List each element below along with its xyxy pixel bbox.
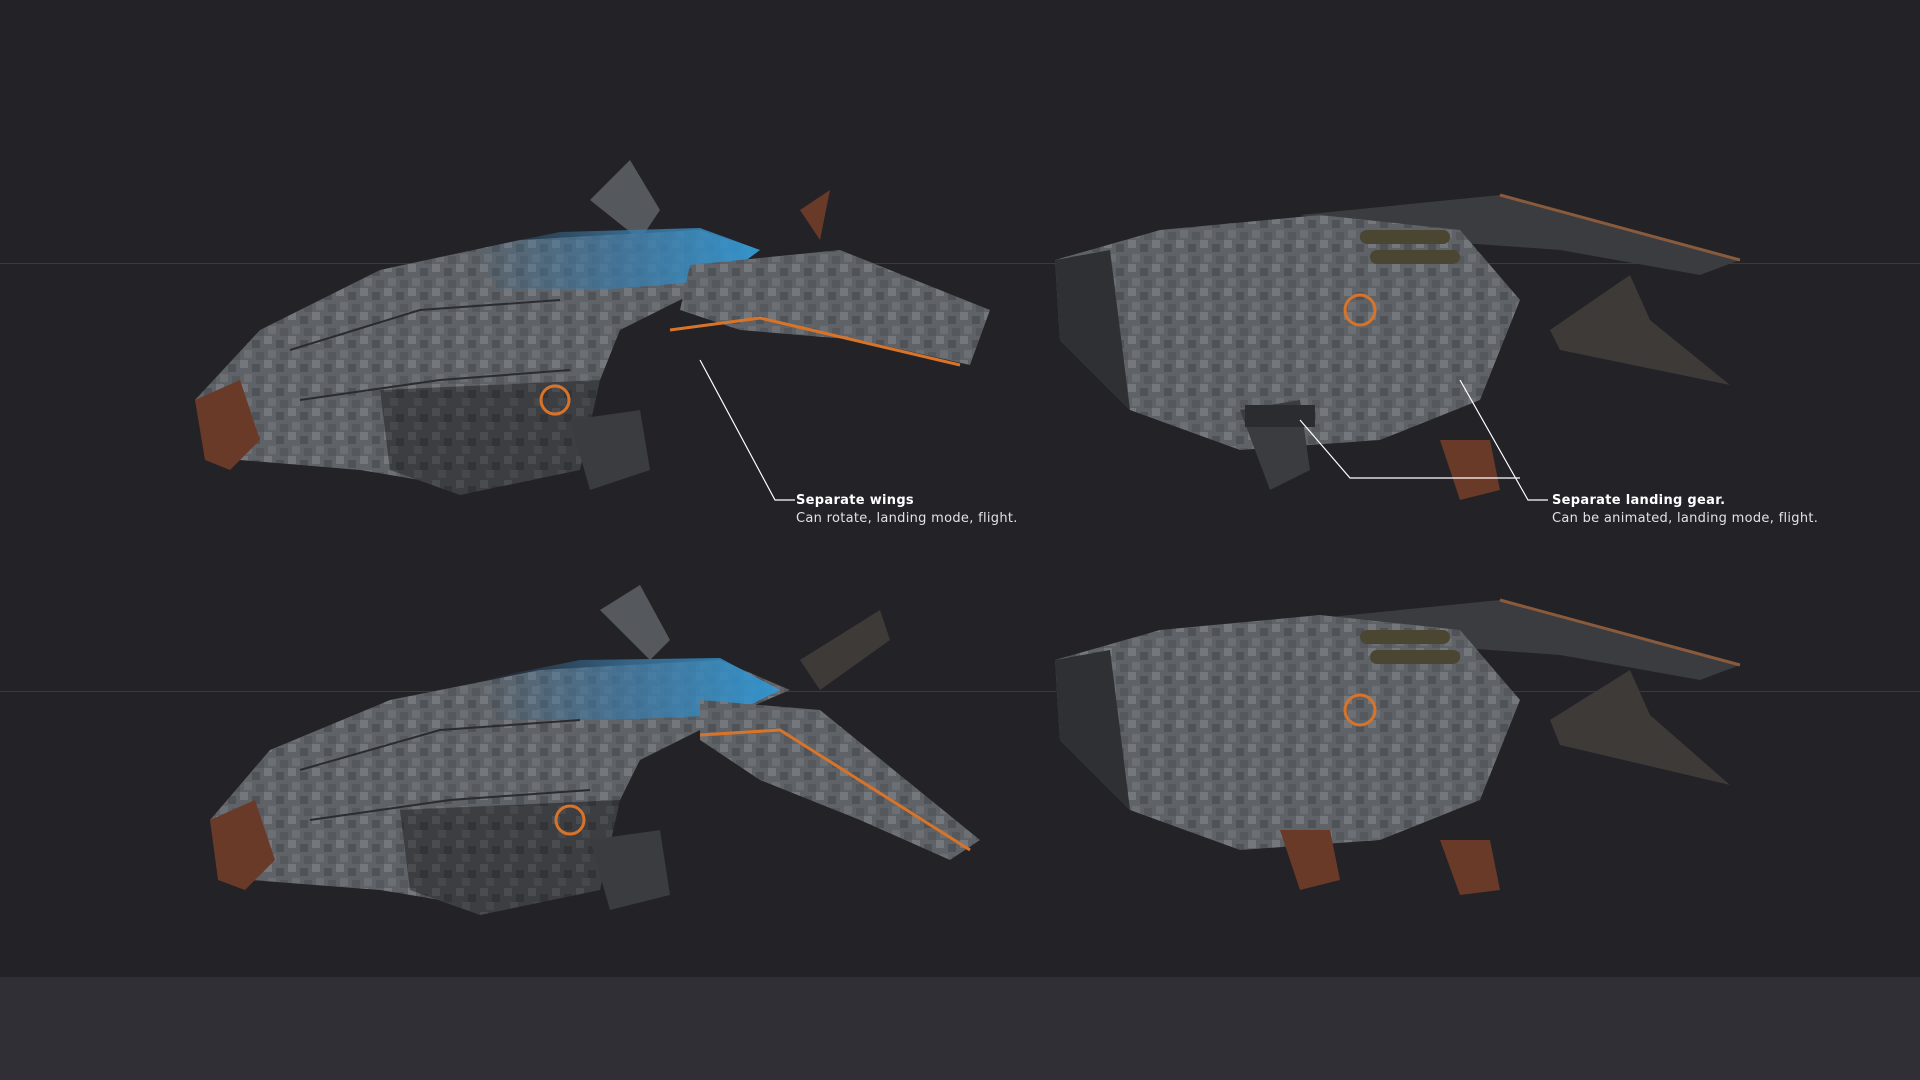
missile-tube-1: [1360, 230, 1450, 244]
ship-wings-extended: [195, 160, 990, 495]
gear-leader-line-b: [1459, 379, 1548, 501]
guide-line-bottom: [0, 691, 1920, 692]
ship-rear-gear-retracted: [1055, 598, 1741, 895]
hull-belly: [380, 380, 600, 495]
missile-tube-2: [1370, 650, 1460, 664]
engine-pod: [570, 410, 650, 490]
gear-leader-line-a: [1299, 419, 1520, 479]
engine-ring: [1343, 693, 1377, 727]
ship-rear-gear-deployed: [1055, 193, 1741, 500]
missile-tube-2: [1370, 250, 1460, 264]
engine-ring: [1343, 293, 1377, 327]
hull-main-rear: [1055, 615, 1520, 850]
hull-main-rear: [1055, 215, 1520, 450]
wing-orange-trim: [699, 728, 971, 852]
missile-tube-1: [1360, 630, 1450, 644]
engine-ring: [554, 804, 586, 836]
hull-main: [195, 230, 760, 490]
callout-separate-wings: Separate wings Can rotate, landing mode,…: [796, 492, 1018, 528]
gear-stub-left: [1280, 830, 1340, 890]
callout-title: Separate wings: [796, 493, 914, 508]
nose-rust: [210, 800, 275, 890]
callout-separate-landing-gear: Separate landing gear. Can be animated, …: [1552, 492, 1818, 528]
ship-wings-landing: [210, 585, 980, 915]
wings-leader-line: [699, 359, 795, 501]
tail-fin: [590, 160, 660, 240]
hull-side-shadow: [1055, 250, 1130, 410]
callout-description: Can be animated, landing mode, flight.: [1552, 511, 1819, 526]
hull-belly: [400, 800, 620, 915]
wing-right: [680, 250, 990, 365]
engine-pod: [590, 830, 670, 910]
landing-gear-right: [1440, 440, 1500, 500]
callout-title: Separate landing gear.: [1552, 493, 1726, 508]
callout-description: Can rotate, landing mode, flight.: [796, 511, 1018, 526]
upper-wing: [1300, 600, 1740, 680]
engine-ring: [539, 384, 571, 416]
guide-line-top: [0, 263, 1920, 264]
lower-wing: [1550, 275, 1730, 385]
hull-side-shadow: [1055, 650, 1130, 810]
hull-main: [210, 660, 790, 910]
wing-raised: [800, 610, 890, 690]
gear-stub-right: [1440, 840, 1500, 895]
lower-wing: [1550, 670, 1730, 785]
nose-rust: [195, 380, 260, 470]
rear-fin: [800, 190, 830, 240]
hull-blue-top: [470, 228, 760, 290]
wing-orange-trim: [669, 316, 961, 367]
footer-strip: [0, 977, 1920, 1080]
wing-lowered: [700, 700, 980, 860]
upper-wing: [1300, 195, 1740, 275]
tail-fin: [600, 585, 670, 660]
gear-bay: [1245, 405, 1315, 427]
